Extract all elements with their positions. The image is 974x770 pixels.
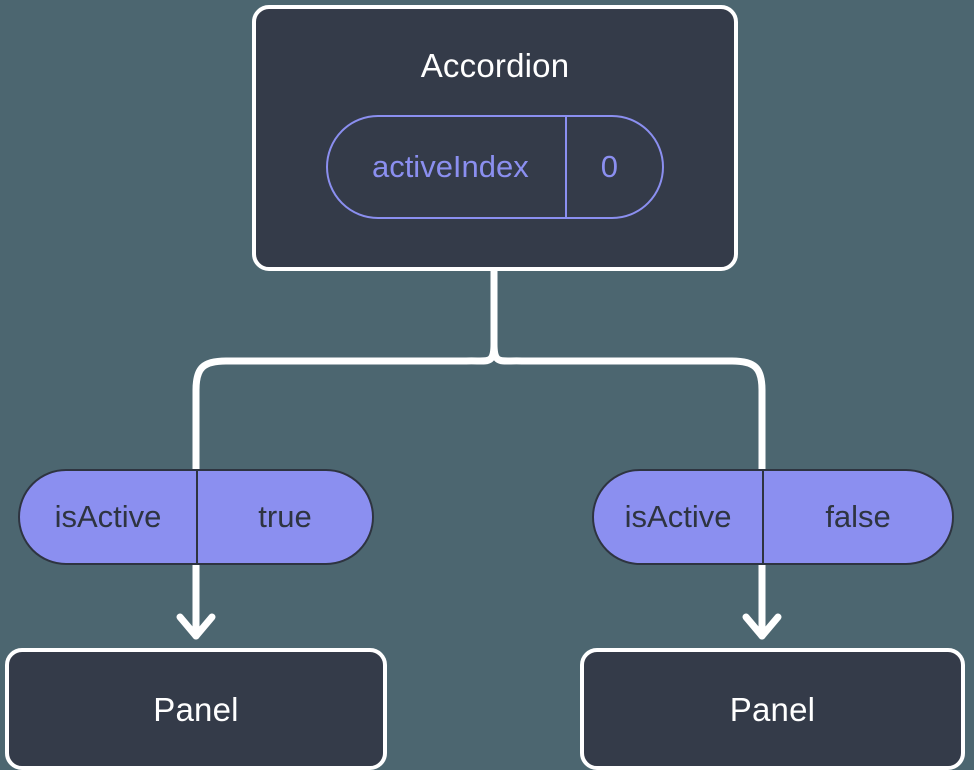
branch-prop-value-right: false <box>825 499 891 534</box>
branch-prop-key-right: isActive <box>624 499 732 534</box>
branch-prop-divider-left <box>195 471 198 563</box>
panel-title-right: Panel <box>729 690 816 728</box>
arrow-head-right <box>742 613 782 640</box>
branch-line-left <box>192 340 498 473</box>
root-prop-pill[interactable]: activeIndex 0 <box>325 115 665 219</box>
root-prop-key: activeIndex <box>371 149 529 184</box>
panel-card-left[interactable]: Panel <box>5 648 387 770</box>
branch-prop-pill-left[interactable]: isActive true <box>18 469 374 565</box>
root-component-title: Accordion <box>420 47 570 84</box>
arrow-head-left <box>176 613 216 640</box>
branch-prop-divider-right <box>762 471 765 563</box>
panel-title-left: Panel <box>153 690 239 728</box>
root-prop-divider <box>564 117 567 217</box>
branch-prop-pill-right[interactable]: isActive false <box>592 469 954 565</box>
branch-prop-value-left: true <box>258 499 312 534</box>
root-component-card[interactable]: Accordion activeIndex 0 <box>252 5 738 271</box>
root-prop-value: 0 <box>600 149 619 184</box>
branch-line-right <box>490 340 766 473</box>
branch-prop-key-left: isActive <box>54 499 162 534</box>
panel-card-right[interactable]: Panel <box>580 648 965 770</box>
